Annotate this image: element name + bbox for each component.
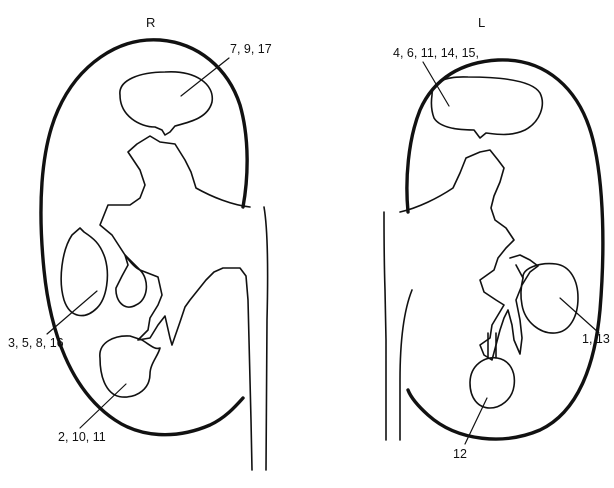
right-middle-leader xyxy=(47,291,97,334)
left-kidney-side-label: L xyxy=(478,15,485,30)
right-kidney: R 7, 9, 17 3, 5, 8, 16 2, 10, 11 xyxy=(8,15,272,470)
left-lower-calyx-label: 12 xyxy=(453,447,467,461)
right-upper-calyx xyxy=(120,72,212,135)
left-upper-calyx xyxy=(431,77,542,138)
left-lower-calyx xyxy=(470,358,514,408)
right-lower-calyx-label: 2, 10, 11 xyxy=(58,430,106,444)
right-middle-calyx-label: 3, 5, 8, 16 xyxy=(8,336,64,350)
right-renal-pelvis xyxy=(100,136,252,470)
right-upper-leader xyxy=(181,58,229,96)
left-ureter xyxy=(400,290,412,440)
left-middle-calyx-neck xyxy=(516,265,523,278)
right-upper-calyx-label: 7, 9, 17 xyxy=(230,42,272,56)
right-lower-calyx xyxy=(100,336,160,397)
right-kidney-side-label: R xyxy=(146,15,155,30)
right-middle-calyx-pocket xyxy=(116,255,146,307)
left-middle-calyx-label: 1, 13 xyxy=(582,332,610,346)
right-kidney-outline xyxy=(41,40,247,435)
left-kidney: L 4, 6, 11, 14, 15, 1, 13 12 xyxy=(384,15,610,461)
left-upper-calyx-label: 4, 6, 11, 14, 15, xyxy=(393,46,479,60)
right-ureter xyxy=(264,207,268,470)
left-middle-leader xyxy=(560,298,599,333)
